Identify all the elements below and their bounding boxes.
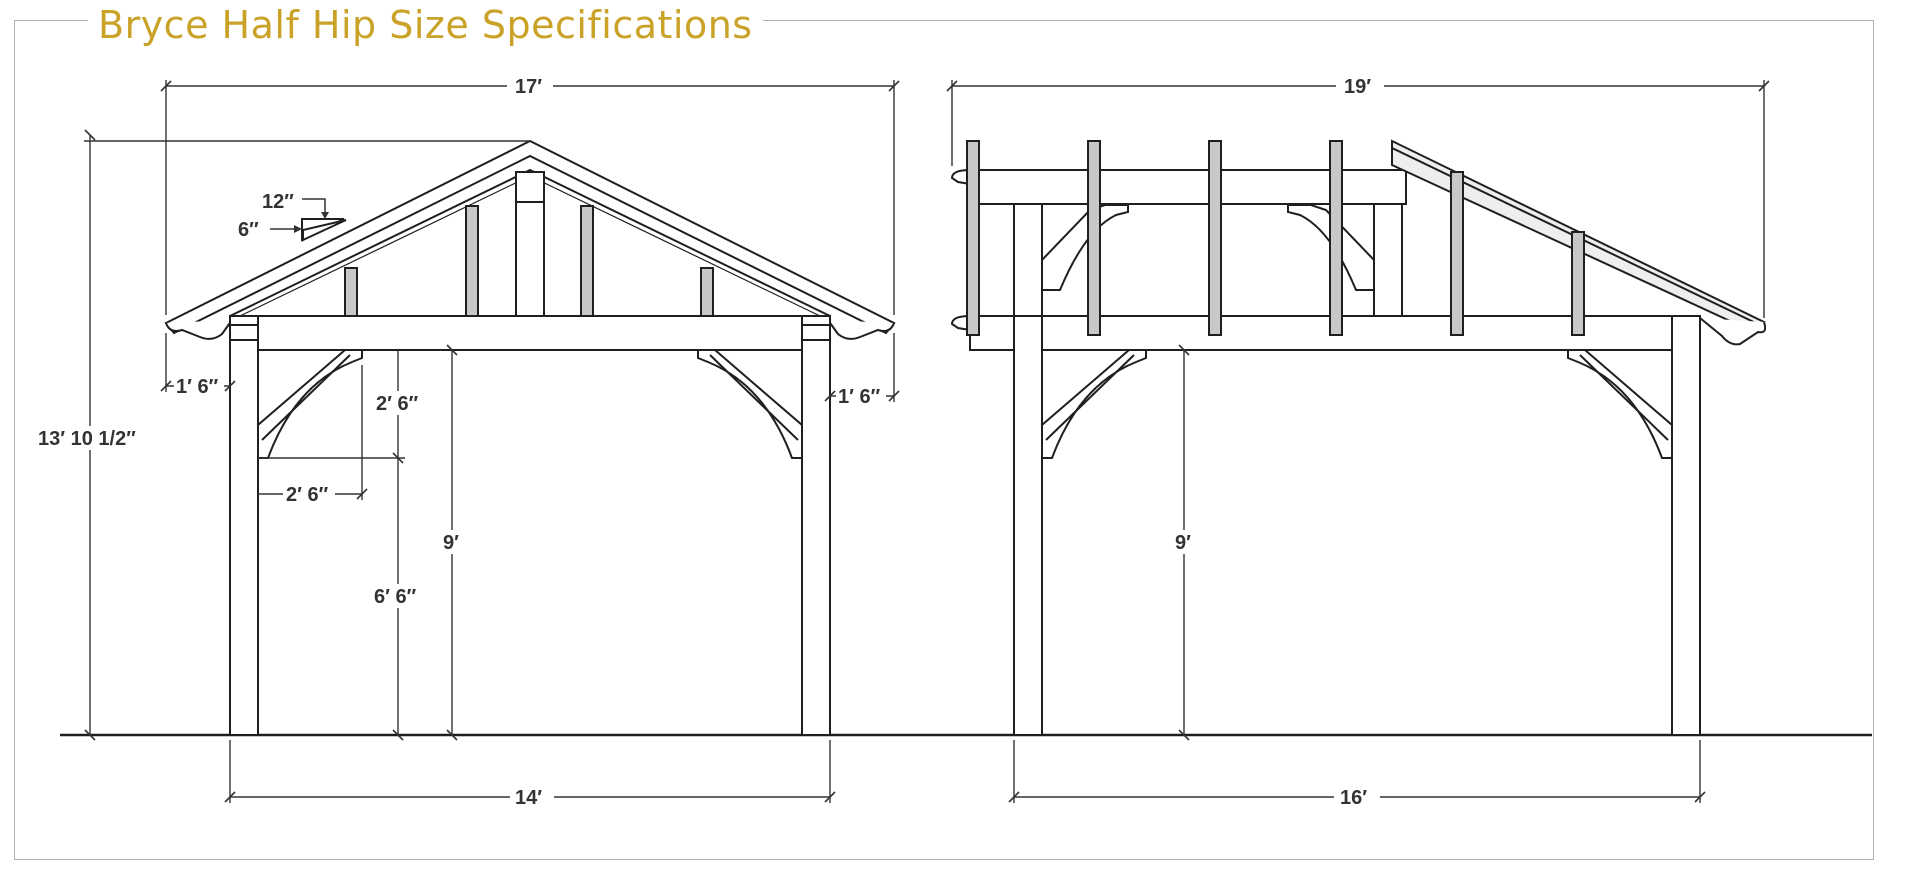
pitch-triangle-shape [302,219,347,242]
front-left-post [229,315,259,736]
side-rafter [1450,171,1464,336]
front-post-spacing-label: 14′ [515,787,542,809]
pitch-run-arrow [302,198,326,214]
pitch-run-label: 12″ [262,191,294,213]
front-right-eave [827,319,895,340]
side-rafter [1571,231,1585,336]
side-right-brace [1567,349,1673,459]
front-left-eave [165,319,233,340]
pitch-rise-label: 6″ [238,219,259,241]
side-post-height-label: 9′ [1175,532,1191,554]
front-tie-beam [229,315,831,351]
front-brace-clearance-label: 6′ 6″ [374,586,417,608]
side-plate-beam [969,315,1673,351]
front-strut [700,267,714,317]
side-rafter [1208,140,1222,336]
front-brace-horizontal-label: 2′ 6″ [286,484,329,506]
front-strut [465,205,479,317]
specification-frame [14,20,1874,860]
page-title: Bryce Half Hip Size Specifications [88,0,763,50]
front-left-overhang-label: 1′ 6″ [176,376,219,398]
front-left-brace [257,349,363,459]
front-brace-vertical-label: 2′ 6″ [376,393,419,415]
front-right-post [801,315,831,736]
side-overall-length-label: 19′ [1344,76,1371,98]
front-right-overhang-label: 1′ 6″ [838,386,881,408]
front-elevation [164,139,896,736]
side-rafter [966,140,980,336]
side-left-post [1013,315,1043,736]
front-strut [344,267,358,317]
side-elevation [950,139,1767,736]
front-right-brace [697,349,803,459]
front-strut [580,205,594,317]
front-post-height-label: 9′ [443,532,459,554]
side-left-brace [1041,349,1147,459]
front-overall-width-label: 17′ [515,76,542,98]
front-overall-height-label: 13′ 10 1/2″ [38,428,136,450]
side-post-spacing-label: 16′ [1340,787,1367,809]
side-rafter [1329,140,1343,336]
side-right-post [1671,315,1701,736]
side-rafter [1087,140,1101,336]
